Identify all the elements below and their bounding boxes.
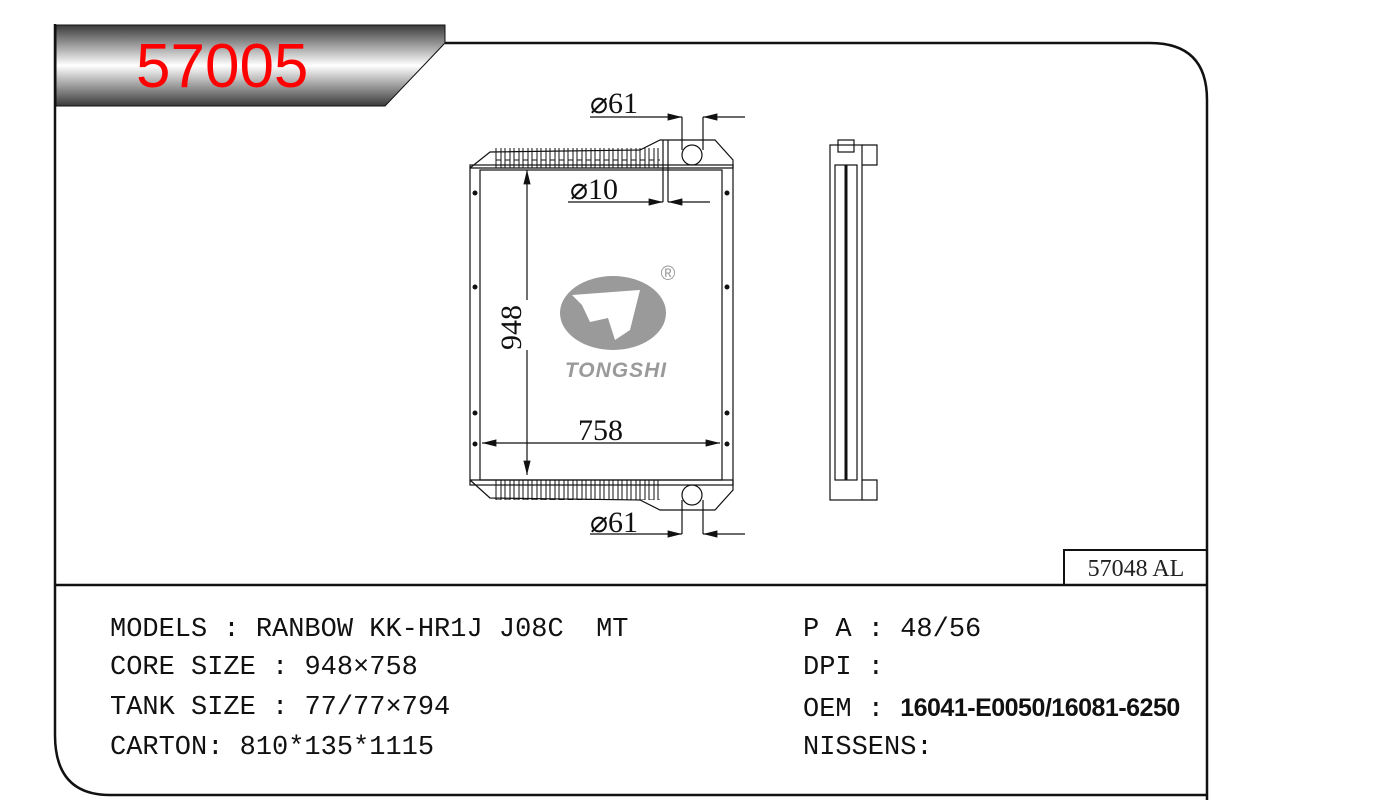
tongshi-logo: ® TONGSHI (560, 263, 676, 382)
nissens-label: NISSENS: (803, 733, 933, 763)
spec-carton: CARTON: 810*135*1115 (110, 733, 434, 763)
spec-nissens: NISSENS: (803, 733, 933, 763)
dim-outlet-diameter: ⌀61 (590, 506, 638, 539)
dimension-lines (482, 113, 745, 538)
models-label: MODELS : (110, 615, 256, 645)
spec-pa: P A : 48/56 (803, 615, 981, 645)
carton-value: 810*135*1115 (239, 733, 435, 763)
part-number: 57005 (136, 32, 309, 101)
part-number-banner (55, 24, 446, 107)
radiator-side-view (829, 139, 878, 501)
registered-mark: ® (661, 263, 676, 285)
oem-value: 16041-E0050/16081-6250 (900, 694, 1180, 722)
pa-label: P A : (803, 615, 901, 645)
spec-oem: OEM : 16041-E0050/16081-6250 (803, 693, 1180, 725)
radiator-front-view (469, 139, 734, 511)
pa-value: 48/56 (900, 615, 982, 645)
reference-label: 57048 AL (1063, 549, 1207, 585)
dim-inlet-diameter: ⌀61 (590, 87, 638, 120)
spec-core-size: CORE SIZE : 948×758 (110, 653, 418, 683)
sheet-border (53, 24, 1209, 800)
dim-core-width: 758 (578, 414, 623, 447)
models-value: RANBOW KK-HR1J J08C MT (255, 615, 629, 645)
core-size-label: CORE SIZE : (110, 653, 305, 683)
spec-models: MODELS : RANBOW KK-HR1J J08C MT (110, 615, 629, 645)
core-size-value: 948×758 (304, 653, 418, 683)
dim-small-diameter: ⌀10 (570, 173, 618, 206)
spec-dpi: DPI : (803, 653, 900, 683)
logo-text: TONGSHI (565, 359, 667, 382)
tank-size-value: 77/77×794 (304, 693, 451, 723)
spec-tank-size: TANK SIZE : 77/77×794 (110, 693, 450, 723)
oem-label: OEM : (803, 695, 901, 725)
carton-label: CARTON: (110, 733, 240, 763)
dim-core-height: 948 (495, 305, 528, 350)
tank-size-label: TANK SIZE : (110, 693, 305, 723)
dpi-label: DPI : (803, 653, 901, 683)
